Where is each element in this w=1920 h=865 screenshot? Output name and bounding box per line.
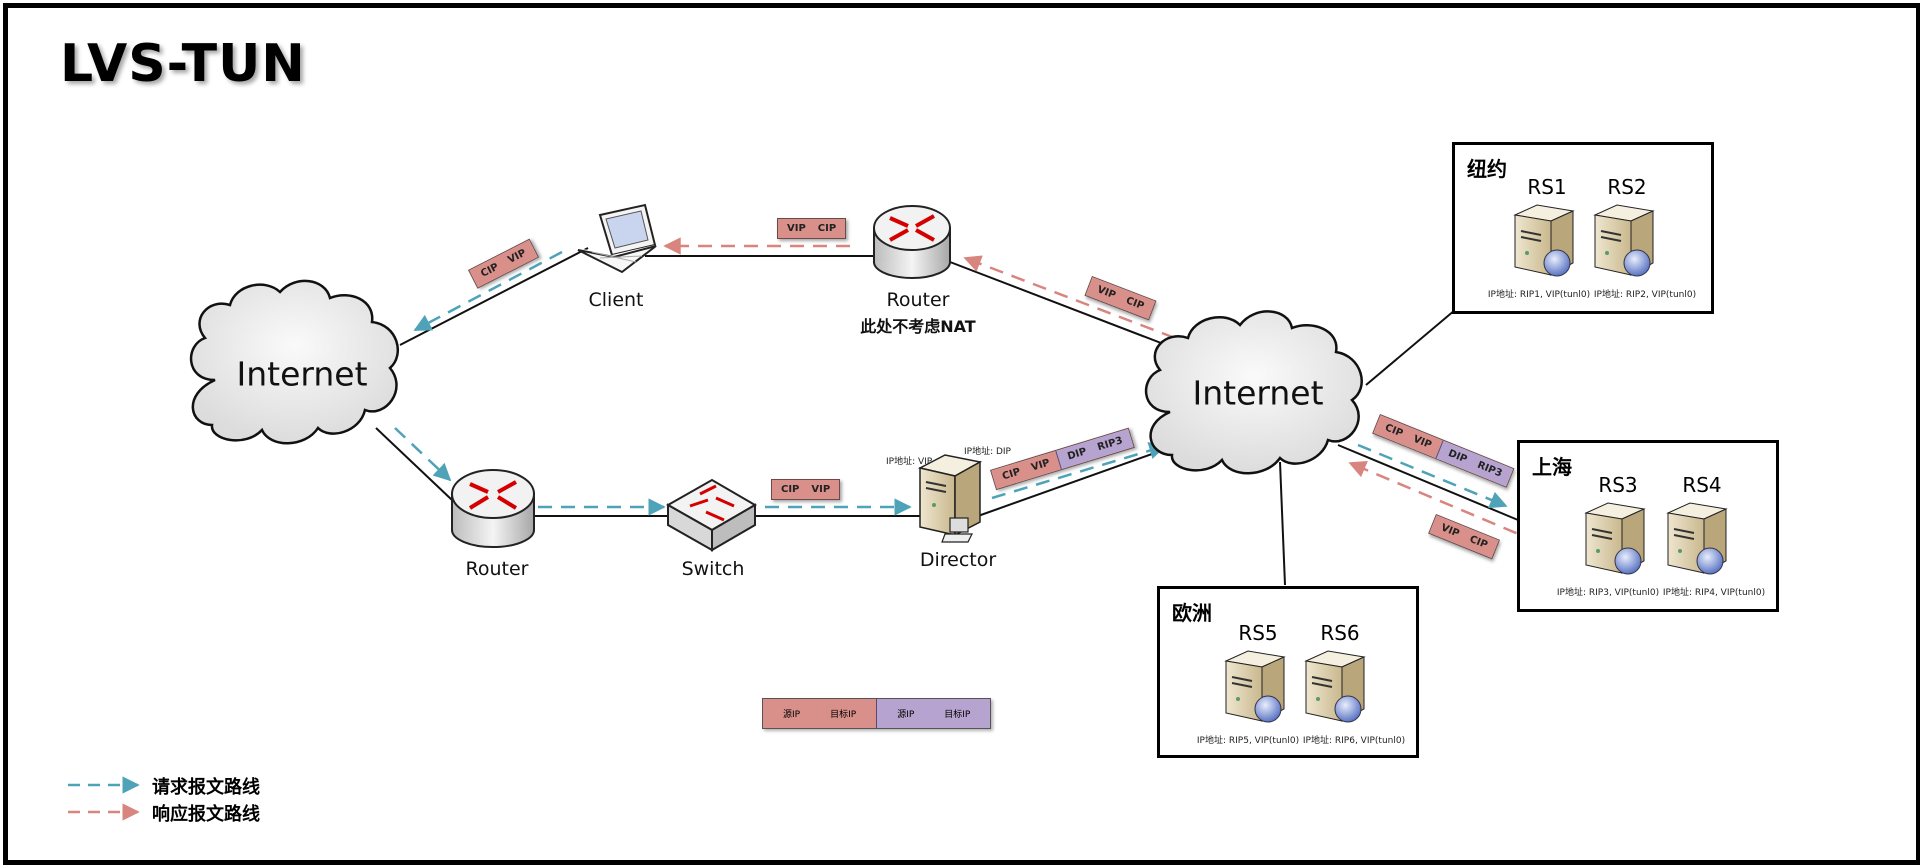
server-ip: IP地址: RIP4, VIP(tunl0) — [1662, 588, 1766, 598]
request-path-client-internet — [413, 250, 563, 332]
director-ip-dip: IP地址: DIP — [964, 447, 1011, 457]
packet-dst: CIP — [1467, 533, 1490, 552]
link-director-internet — [977, 443, 1181, 517]
client-label: Client — [588, 289, 644, 311]
server-name: RS2 — [1607, 175, 1647, 199]
switch-label: Switch — [681, 558, 745, 580]
server-name: RS3 — [1598, 473, 1638, 497]
legend-response-label: 响应报文路线 — [152, 804, 260, 825]
server-rs1-icon — [1513, 204, 1575, 277]
link-internet-shanghai — [1337, 444, 1519, 521]
packet-dst: VIP — [811, 484, 831, 495]
server-icons — [1224, 650, 1366, 723]
region-title: 上海 — [1532, 455, 1572, 479]
server-ip: IP地址: RIP2, VIP(tunl0) — [1593, 290, 1697, 300]
link-router-top-internet — [949, 261, 1201, 359]
server-ip: IP地址: RIP3, VIP(tunl0) — [1556, 588, 1660, 598]
response-path-internet-router — [963, 255, 1176, 340]
legend-request-label: 请求报文路线 — [152, 777, 260, 798]
router-bottom-label: Router — [465, 558, 529, 580]
packet-inner-dst: VIP — [1411, 433, 1434, 452]
router-top-label: Router — [886, 289, 950, 311]
server-name: RS6 — [1320, 621, 1360, 645]
router-bottom-icon — [451, 469, 535, 548]
packet-switch-to-director: CIP VIP — [771, 479, 841, 500]
request-path-internet-router — [394, 427, 452, 482]
director-ip-vip: IP地址: VIP — [886, 457, 933, 467]
packet-inner-src: CIP — [1001, 466, 1022, 483]
server-rs2-icon — [1593, 204, 1655, 277]
packet-format-outer: 源IP 目标IP — [876, 699, 991, 728]
link-internet-router-bottom — [375, 427, 453, 501]
packet-outer-dst: RIP3 — [1096, 435, 1125, 454]
packet-dst: CIP — [817, 223, 837, 234]
packet-src: VIP — [787, 223, 806, 234]
server-icons — [1584, 502, 1728, 575]
region-title: 纽约 — [1467, 157, 1507, 181]
packet-inner-dst: VIP — [1030, 457, 1052, 474]
internet-cloud-right — [1144, 310, 1363, 475]
router-top-note: 此处不考虑NAT — [860, 317, 976, 336]
packet-format-legend: 源IP 目标IP 源IP 目标IP — [762, 698, 992, 729]
packet-inner-src: CIP — [1383, 422, 1405, 440]
server-rs3-icon — [1584, 502, 1646, 575]
server-ip: IP地址: RIP1, VIP(tunl0) — [1487, 290, 1591, 300]
diagram-title: LVS-TUN — [60, 34, 306, 94]
packet-src: VIP — [1439, 522, 1461, 540]
client-laptop-icon — [577, 203, 657, 274]
packet-router-to-client: VIP CIP — [777, 218, 847, 239]
region-shanghai: 上海 RS3 RS4 IP地址: RIP3, VIP(tunl0) IP地址: … — [1517, 440, 1779, 612]
link-internet-europe — [1279, 461, 1286, 586]
packet-src: CIP — [781, 484, 800, 495]
server-name: RS5 — [1238, 621, 1278, 645]
request-path-director-internet — [991, 442, 1167, 500]
packet-outer-src: DIP — [1446, 447, 1469, 466]
server-ip: IP地址: RIP5, VIP(tunl0) — [1196, 736, 1300, 746]
legend-response: 响应报文路线 — [152, 800, 260, 826]
server-name: RS1 — [1527, 175, 1567, 199]
format-dst: 目标IP — [830, 710, 857, 720]
format-dst: 目标IP — [944, 710, 971, 720]
response-path-rs3-internet — [1348, 461, 1581, 562]
region-europe: 欧洲 RS5 RS6 IP地址: RIP5, VIP(tunl0) IP地址: … — [1157, 586, 1419, 758]
packet-format-inner: 源IP 目标IP — [763, 699, 877, 728]
packet-outer-dst: RIP3 — [1475, 459, 1504, 480]
region-title: 欧洲 — [1172, 601, 1212, 625]
packet-src: VIP — [1095, 284, 1118, 302]
format-src: 源IP — [897, 710, 915, 720]
server-rs5-icon — [1224, 650, 1286, 723]
director-server-icon — [917, 454, 983, 543]
internet-left-label: Internet — [236, 354, 368, 394]
server-rs4-icon — [1666, 502, 1728, 575]
link-internet-newyork — [1365, 309, 1456, 386]
format-src: 源IP — [783, 710, 801, 720]
internet-right-label: Internet — [1192, 373, 1324, 413]
server-name: RS4 — [1682, 473, 1722, 497]
packet-outer-src: DIP — [1066, 446, 1088, 463]
packet-src: CIP — [479, 261, 501, 280]
packet-dst: CIP — [1124, 295, 1146, 313]
internet-cloud-left — [189, 279, 400, 445]
legend-request: 请求报文路线 — [152, 773, 260, 799]
director-label: Director — [919, 549, 997, 571]
server-rs6-icon — [1304, 650, 1366, 723]
packet-dst: VIP — [506, 247, 529, 266]
request-path-internet-rs3 — [1357, 443, 1508, 509]
router-top-icon — [873, 205, 951, 279]
server-ip: IP地址: RIP6, VIP(tunl0) — [1302, 736, 1406, 746]
region-newyork: 纽约 RS1 RS2 IP地址: RIP1, VIP(tunl0) IP地址: … — [1452, 142, 1714, 314]
server-icons — [1513, 204, 1655, 277]
switch-icon — [665, 478, 757, 552]
